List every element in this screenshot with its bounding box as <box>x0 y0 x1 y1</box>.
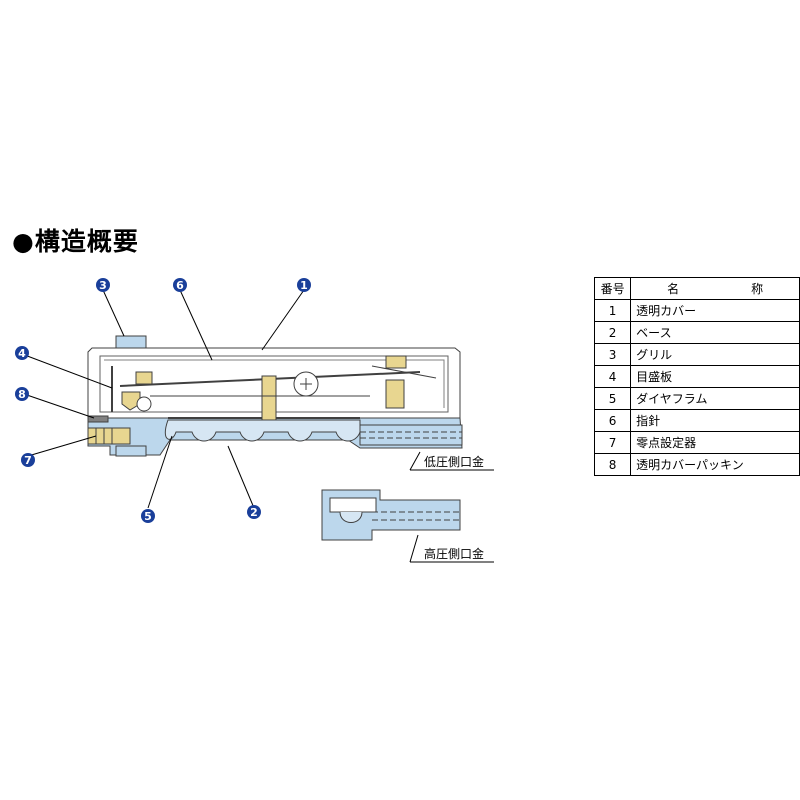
port-labels: 低圧側口金 高圧側口金 <box>409 451 494 563</box>
row-number: 7 <box>593 431 632 454</box>
callout-8: 8 <box>15 387 29 401</box>
row-number: 6 <box>593 409 632 432</box>
callout-2: 2 <box>247 505 261 519</box>
row-name: ダイヤフラム <box>630 387 800 410</box>
row-number: 2 <box>593 321 632 344</box>
row-number: 4 <box>593 365 632 388</box>
callout-1: 1 <box>297 278 311 292</box>
callout-5: 5 <box>141 509 155 523</box>
svg-text:3: 3 <box>99 279 107 292</box>
row-name: グリル <box>630 343 800 366</box>
row-name: 目盛板 <box>630 365 800 388</box>
row-number: 1 <box>593 299 632 322</box>
callout-7: 7 <box>21 453 35 467</box>
svg-text:4: 4 <box>18 347 26 360</box>
row-name: 指針 <box>630 409 800 432</box>
svg-text:8: 8 <box>18 388 26 401</box>
zero-adjuster <box>87 427 131 445</box>
grille <box>115 335 147 349</box>
callout-3: 3 <box>96 278 110 292</box>
svg-text:2: 2 <box>250 506 258 519</box>
high-pressure-port-label: 高圧側口金 <box>424 546 484 561</box>
gauge-cross-section <box>87 335 463 457</box>
row-name: 透明カバー <box>630 299 800 322</box>
section-title: ●構造概要 <box>12 227 139 256</box>
header-number: 番号 <box>593 277 632 300</box>
diaphragm <box>164 419 361 442</box>
row-number: 3 <box>593 343 632 366</box>
low-pressure-port-label: 低圧側口金 <box>424 454 484 469</box>
callouts: 1 2 3 4 5 6 7 8 <box>15 278 311 523</box>
table-header-row: 番号 名 称 <box>593 277 800 300</box>
row-name: ベース <box>630 321 800 344</box>
svg-text:7: 7 <box>24 454 32 467</box>
header-name: 名 称 <box>630 277 800 300</box>
high-pressure-port-detail <box>321 489 461 541</box>
svg-text:6: 6 <box>176 279 184 292</box>
callout-leaders <box>21 289 305 509</box>
row-number: 8 <box>593 453 632 476</box>
svg-text:1: 1 <box>300 279 308 292</box>
cover-packing <box>87 415 109 423</box>
row-name: 透明カバーパッキン <box>630 453 800 476</box>
row-number: 5 <box>593 387 632 410</box>
row-name: 零点設定器 <box>630 431 800 454</box>
svg-text:5: 5 <box>144 510 152 523</box>
callout-6: 6 <box>173 278 187 292</box>
callout-4: 4 <box>15 346 29 360</box>
